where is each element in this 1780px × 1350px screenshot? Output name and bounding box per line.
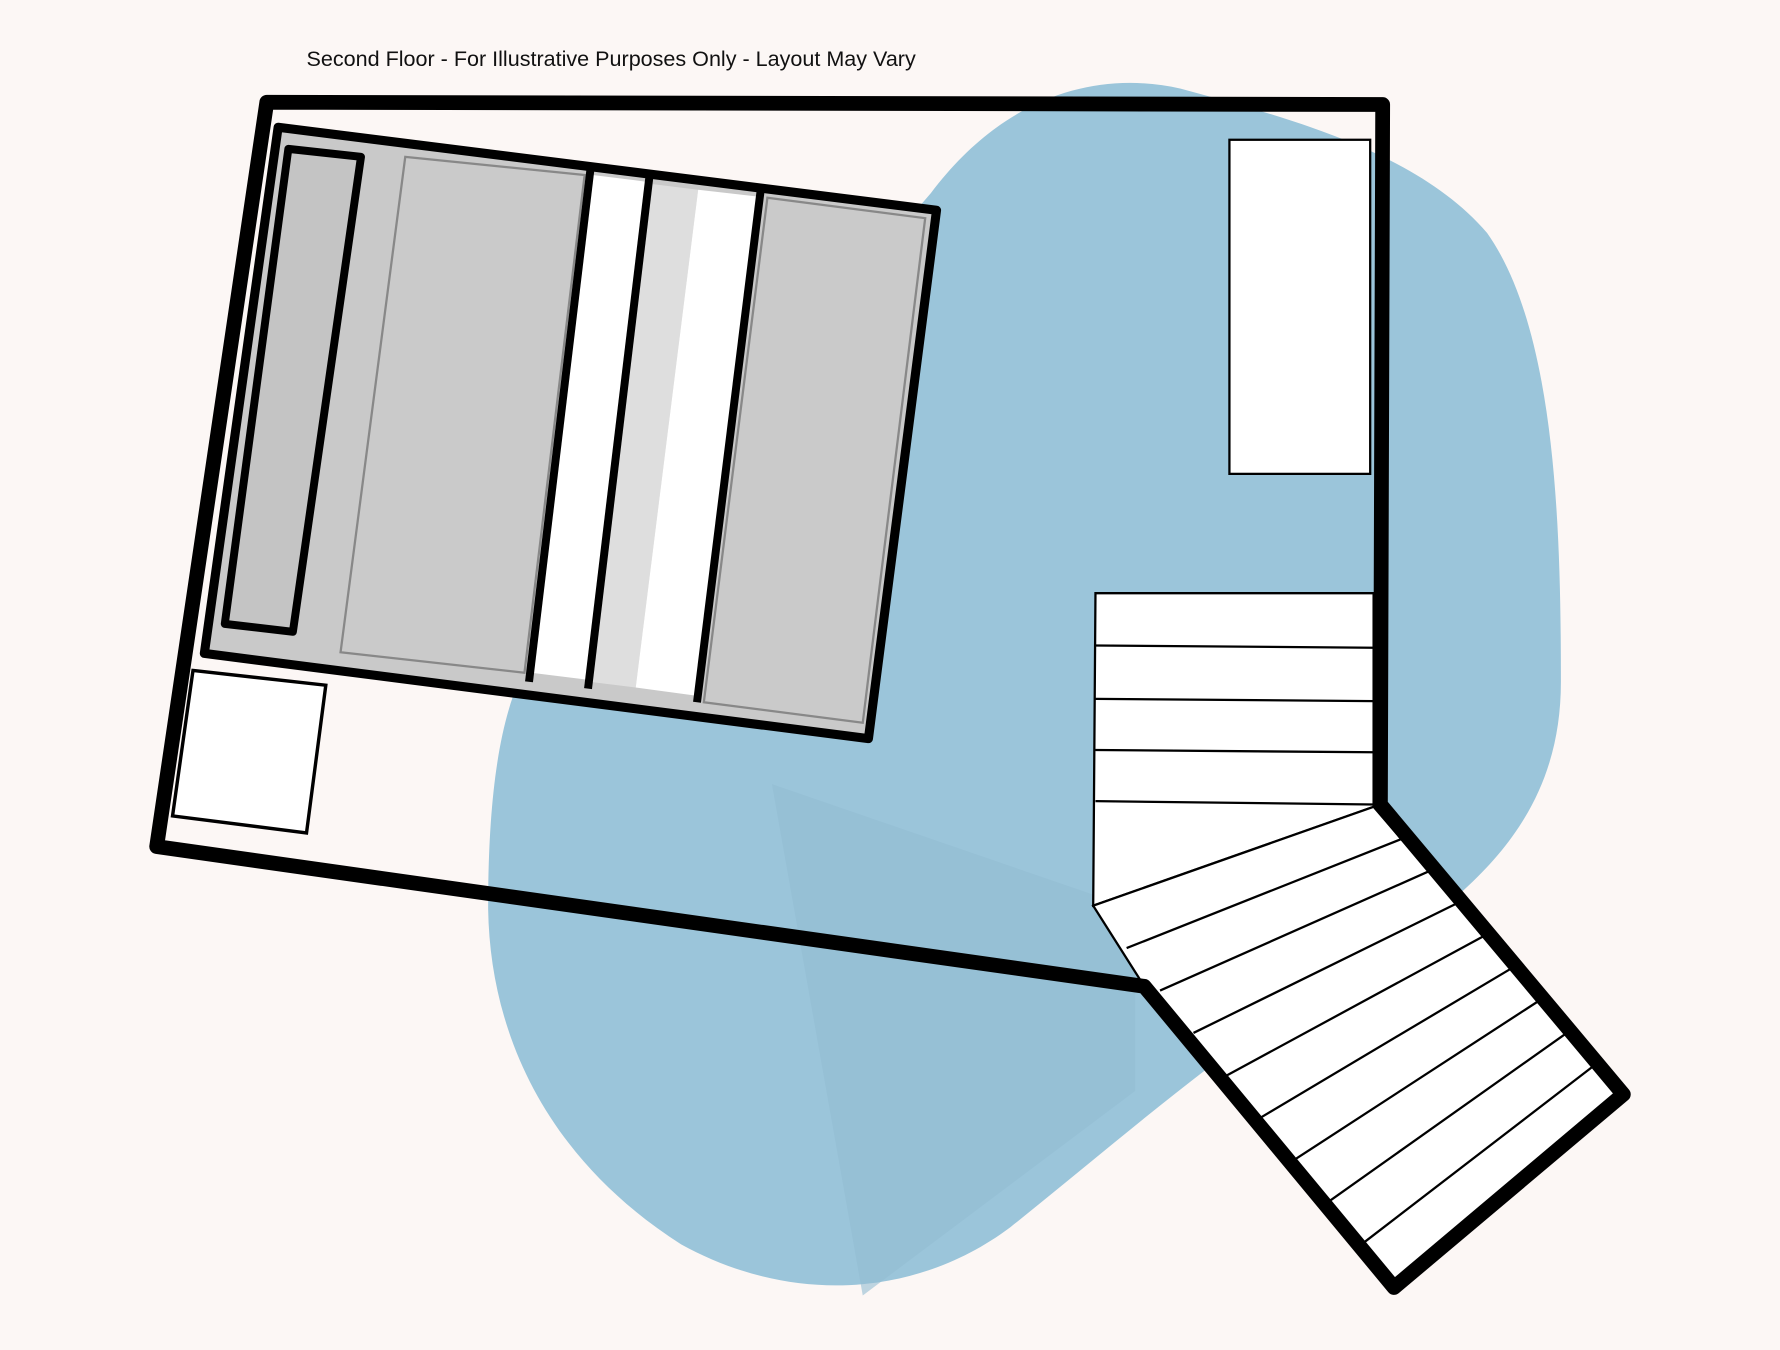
- plan-caption: Second Floor - For Illustrative Purposes…: [307, 46, 916, 71]
- stair-tread: [1359, 1063, 1597, 1246]
- stair-tread: [1326, 1031, 1569, 1204]
- stair-tread: [1192, 902, 1458, 1034]
- blob-facet: [771, 784, 1136, 1296]
- white-strip: [531, 175, 648, 680]
- mattress-panel: [339, 155, 586, 674]
- stair-tread: [1293, 999, 1541, 1162]
- stair-tread: [1159, 870, 1430, 992]
- stair-tread: [1226, 934, 1486, 1077]
- footboard-panel: [702, 196, 927, 724]
- stair-tread: [1259, 966, 1513, 1119]
- closet: [1228, 138, 1372, 476]
- headboard-panel: [220, 144, 365, 636]
- stair-lower-treads: [1126, 837, 1597, 1246]
- side-table: [170, 668, 328, 835]
- light-strip-highlight: [635, 189, 759, 696]
- exterior-wall: [149, 94, 1631, 1295]
- bed-unit: [199, 122, 942, 744]
- strip-dividers: [525, 169, 765, 703]
- light-strip: [590, 184, 699, 688]
- stair-tread: [1126, 837, 1402, 950]
